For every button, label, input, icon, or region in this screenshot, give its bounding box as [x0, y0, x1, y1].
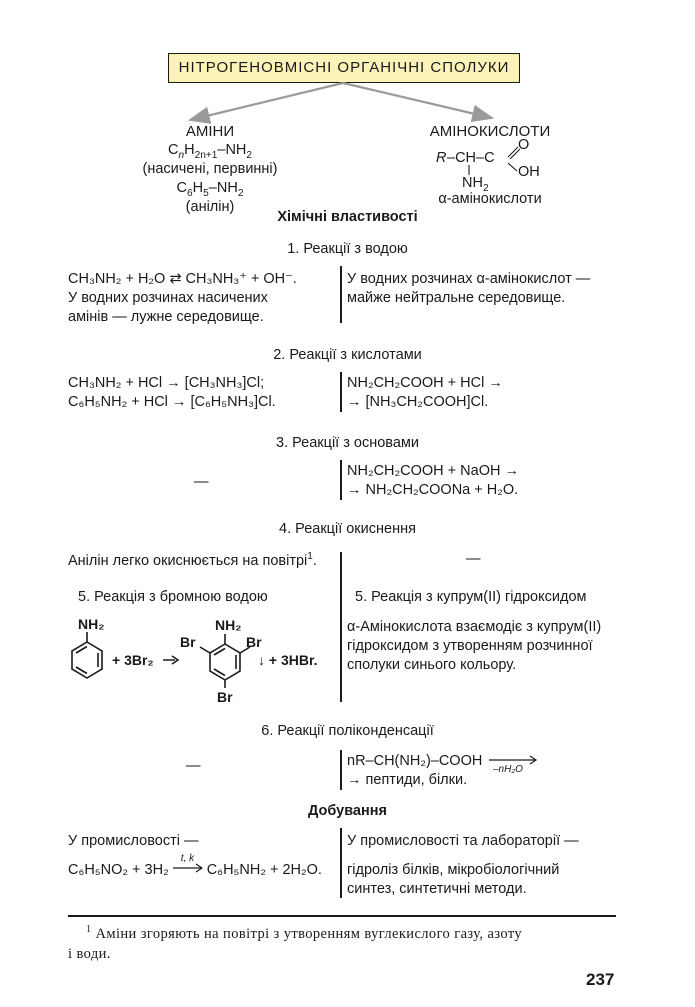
branch-arrows	[187, 81, 495, 124]
production-right: У промисловості та лабораторії — гідролі…	[347, 833, 579, 897]
plus-br2: + 3Br₂	[112, 652, 154, 668]
section-6-right: nR–CH(NH₂)–COOH –nH₂O → пептиди, білки.	[347, 752, 647, 790]
aniline-ring	[71, 632, 103, 679]
section-6-left-dash: —	[186, 758, 201, 774]
section-2-left: CH₃NH₂ + HCl → [CH₃NH₃]Cl; C₆H₅NH₂ + HCl…	[68, 375, 276, 410]
nh2-label-right: NH₂	[215, 617, 241, 633]
chemical-properties-heading: Хімічні властивості	[277, 209, 418, 225]
section-4-left: Анілін легко окиснюється на повітрі1.	[68, 551, 317, 569]
production-heading: Добування	[308, 803, 387, 819]
section-2-right: NH₂CH₂COOH + HCl → → [NH₃CH₂COOH]Cl.	[347, 375, 503, 410]
section-4-right-dash: —	[466, 551, 481, 567]
arrow-to-amines	[187, 81, 344, 124]
amines-general-formula: CnH2n+1–NH2	[167, 142, 253, 161]
aniline-formula: C6H5–NH2	[176, 180, 244, 199]
divider	[340, 266, 342, 323]
production-left: У промисловості — C₆H₅NO₂ + 3H₂ t, k C₆H…	[68, 833, 322, 878]
amino-acid-structure: R –CH–C O OH NH2	[436, 137, 540, 194]
section-6-heading: 6. Реакції поліконденсації	[261, 723, 434, 739]
amines-type: (насичені, первинні)	[142, 161, 278, 177]
amines-heading: АМІНИ	[185, 123, 235, 140]
plus-hbr: ↓ + 3HBr.	[258, 652, 318, 668]
aniline-name: (анілін)	[185, 199, 235, 215]
polycondensation-arrow-label: –nH₂O	[493, 764, 523, 775]
divider	[340, 750, 342, 790]
section-3-heading: 3. Реакції з основами	[276, 435, 419, 451]
bromination-reaction: NH₂ + 3Br₂ NH₂ Br Br Br ↓ + 3HBr.	[71, 616, 318, 705]
divider	[340, 372, 342, 412]
br-label-right: Br	[246, 634, 262, 650]
section-5-right-heading: 5. Реакція з купрум(ІІ) гідроксидом	[355, 589, 587, 605]
page-title: НІТРОГЕНОВМІСНІ ОРГАНІЧНІ СПОЛУКИ	[168, 53, 520, 83]
divider	[340, 460, 342, 500]
footnote: 1 Аміни згоряють на повітрі з утворенням…	[68, 924, 523, 962]
amino-acids-heading: АМІНОКИСЛОТИ	[429, 123, 551, 140]
divider	[340, 552, 342, 702]
section-5-right-text: α-Амінокислота взаємодіє з купрум(ІІ) гі…	[347, 619, 602, 673]
section-4-heading: 4. Реакції окиснення	[279, 521, 416, 537]
section-1-left: CH₃NH₂ + H₂O ⇄ CH₃NH₃⁺ + OH⁻. У водних р…	[68, 271, 297, 325]
nh2-label-left: NH₂	[78, 616, 104, 632]
page-number: 237	[586, 970, 615, 989]
section-3-right: NH₂CH₂COOH + NaOH → → NH₂CH₂COONa + H₂O.	[347, 463, 519, 498]
catalyst-label: t, k	[180, 853, 195, 864]
arrow-to-amino-acids	[342, 81, 495, 123]
br-label-left: Br	[180, 634, 196, 650]
section-3-left-dash: —	[194, 474, 209, 490]
br-label-bottom: Br	[217, 689, 233, 705]
footnote-rule	[68, 915, 616, 917]
amino-acids-caption: α-амінокислоти	[438, 191, 542, 207]
section-1-heading: 1. Реакції з водою	[287, 241, 408, 257]
section-1-right: У водних розчинах α-амінокислот — майже …	[347, 271, 591, 306]
section-2-heading: 2. Реакції з кислотами	[273, 347, 422, 363]
amines-block: АМІНИ CnH2n+1–NH2 (насичені, первинні) C…	[120, 122, 300, 217]
section-5-left-heading: 5. Реакція з бромною водою	[78, 589, 268, 605]
divider	[340, 828, 342, 898]
tribromoaniline-ring	[199, 634, 251, 688]
